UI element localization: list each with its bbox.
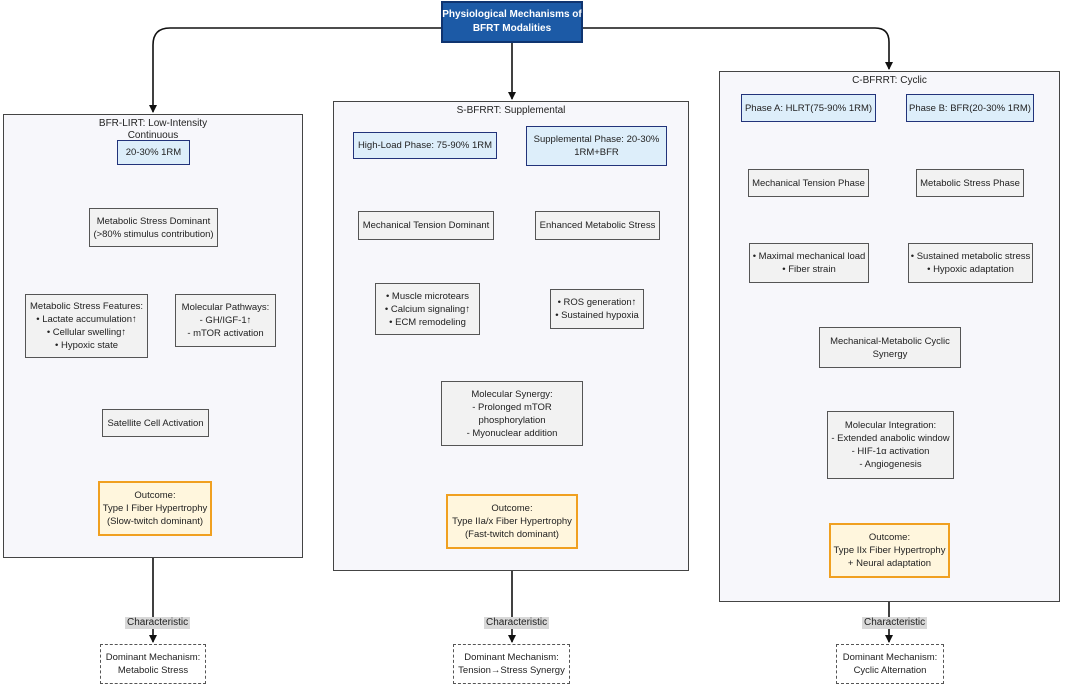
- c-tension-phase-node: Mechanical Tension Phase: [748, 169, 869, 197]
- node-text: • Maximal mechanical load: [752, 251, 866, 262]
- node-text: • Cellular swelling↑: [46, 327, 127, 338]
- node-text: • ROS generation↑: [557, 297, 637, 308]
- c-max-load-node: • Maximal mechanical load • Fiber strain: [749, 243, 869, 283]
- node-text: phosphorylation: [478, 414, 546, 426]
- edge-root-c: [583, 27, 893, 70]
- cluster-title-line: Continuous: [127, 130, 179, 141]
- node-text: Metabolic Stress Dominant: [96, 215, 211, 227]
- node-text: - Prolonged mTOR: [472, 401, 552, 413]
- node-text: Enhanced Metabolic Stress: [539, 220, 656, 231]
- node-text: (Slow-twitch dominant): [106, 516, 204, 527]
- node-text: Synergy: [872, 348, 908, 360]
- root-line: Physiological Mechanisms of: [442, 9, 582, 20]
- edge-label-characteristic-c: Characteristic: [862, 617, 928, 629]
- node-text: • Muscle microtears: [385, 290, 470, 302]
- node-text: • ECM remodeling: [389, 316, 466, 328]
- node-text: Metabolic Stress Phase: [920, 177, 1020, 189]
- lirt-features-node: Metabolic Stress Features: • Lactate acc…: [25, 294, 148, 358]
- lirt-pathways-node: Molecular Pathways: - GH/IGF-1↑ - mTOR a…: [175, 294, 276, 347]
- c-stress-phase-node: Metabolic Stress Phase: [916, 169, 1024, 197]
- cluster-title-s: S-BFRRT: Supplemental: [456, 105, 566, 116]
- node-text: Satellite Cell Activation: [107, 417, 204, 429]
- node-text: Phase A: HLRT(75-90% 1RM): [744, 102, 873, 114]
- node-text: • Sustained metabolic stress: [910, 251, 1031, 262]
- cluster-s-bfrrt: S-BFRRT: Supplemental: [333, 101, 689, 571]
- lirt-mechanism-node: Dominant Mechanism: Metabolic Stress: [100, 644, 206, 684]
- node-text: • Hypoxic state: [55, 340, 118, 351]
- s-muscle-node: • Muscle microtears • Calcium signaling↑…: [375, 283, 480, 335]
- s-ros-node: • ROS generation↑ • Sustained hypoxia: [550, 289, 644, 329]
- s-mechanism-node: Dominant Mechanism: Tension→Stress Syner…: [453, 644, 570, 684]
- node-text: Dominant Mechanism:: [464, 652, 559, 663]
- node-text: (>80% stimulus contribution): [93, 228, 214, 240]
- lirt-satellite-node: Satellite Cell Activation: [102, 409, 209, 437]
- node-text: - mTOR activation: [187, 328, 264, 339]
- node-text: Mechanical Tension Phase: [752, 177, 865, 189]
- edge-label-characteristic-s: Characteristic: [484, 617, 550, 629]
- node-text: Mechanical-Metabolic Cyclic: [830, 335, 950, 347]
- c-sustained-node: • Sustained metabolic stress • Hypoxic a…: [908, 243, 1033, 283]
- edge-label-characteristic-lirt: Characteristic: [125, 617, 191, 629]
- c-integration-node: Molecular Integration: - Extended anabol…: [827, 411, 954, 479]
- node-text: 1RM+BFR: [574, 147, 619, 158]
- node-text: Outcome:: [868, 532, 911, 543]
- node-text: Cyclic Alternation: [853, 665, 927, 676]
- lirt-metabolic-dominant-node: Metabolic Stress Dominant (>80% stimulus…: [89, 208, 218, 247]
- s-supplemental-node: Supplemental Phase: 20-30% 1RM+BFR: [526, 126, 667, 166]
- node-text: Dominant Mechanism:: [842, 652, 938, 663]
- node-text: Metabolic Stress Features:: [30, 301, 143, 312]
- node-text: - Angiogenesis: [859, 459, 922, 470]
- edge-root-lirt: [149, 27, 441, 113]
- root-line: BFRT Modalities: [472, 23, 552, 34]
- node-text: • Fiber strain: [782, 264, 836, 275]
- root-node: Physiological Mechanisms of BFRT Modalit…: [441, 1, 583, 43]
- node-text: Dominant Mechanism:: [105, 652, 201, 663]
- node-text: - GH/IGF-1↑: [199, 315, 252, 326]
- lirt-intensity-node: 20-30% 1RM: [117, 140, 190, 165]
- node-text: • Calcium signaling↑: [384, 303, 471, 315]
- cluster-title-lirt: BFR-LIRT: Low-Intensity Continuous: [4, 118, 302, 142]
- node-text: • Hypoxic adaptation: [927, 264, 1014, 275]
- node-text: Phase B: BFR(20-30% 1RM): [909, 102, 1031, 114]
- node-text: Mechanical Tension Dominant: [362, 220, 490, 231]
- c-mechanism-node: Dominant Mechanism: Cyclic Alternation: [836, 644, 944, 684]
- node-text: + Neural adaptation: [847, 558, 932, 569]
- node-text: (Fast-twitch dominant): [465, 529, 559, 540]
- node-text: Outcome:: [491, 503, 533, 514]
- node-text: Metabolic Stress: [117, 665, 189, 676]
- node-text: High-Load Phase: 75-90% 1RM: [357, 140, 493, 151]
- cluster-title-c: C-BFRRT: Cyclic: [852, 75, 927, 86]
- node-text: - Extended anabolic window: [831, 433, 950, 444]
- s-enhanced-node: Enhanced Metabolic Stress: [535, 211, 660, 240]
- node-text: - Myonuclear addition: [466, 427, 558, 439]
- c-phase-b-node: Phase B: BFR(20-30% 1RM): [906, 94, 1034, 122]
- node-text: Tension→Stress Synergy: [458, 665, 565, 676]
- node-text: 20-30% 1RM: [125, 147, 182, 158]
- node-text: Molecular Synergy:: [471, 388, 553, 400]
- node-text: Type IIa/x Fiber Hypertrophy: [452, 516, 572, 527]
- node-text: • Lactate accumulation↑: [36, 314, 137, 325]
- node-text: Type I Fiber Hypertrophy: [102, 503, 208, 514]
- s-outcome-node: Outcome: Type IIa/x Fiber Hypertrophy (F…: [446, 494, 578, 549]
- lirt-outcome-node: Outcome: Type I Fiber Hypertrophy (Slow-…: [98, 481, 212, 536]
- c-phase-a-node: Phase A: HLRT(75-90% 1RM): [741, 94, 876, 122]
- node-text: Molecular Pathways:: [181, 302, 270, 313]
- s-high-load-node: High-Load Phase: 75-90% 1RM: [353, 132, 497, 159]
- s-synergy-node: Molecular Synergy: - Prolonged mTOR phos…: [441, 381, 583, 446]
- node-text: - HIF-1α activation: [851, 446, 930, 457]
- node-text: Supplemental Phase: 20-30%: [533, 134, 660, 145]
- node-text: Outcome:: [134, 490, 176, 501]
- c-outcome-node: Outcome: Type IIx Fiber Hypertrophy + Ne…: [829, 523, 950, 578]
- node-text: Type IIx Fiber Hypertrophy: [833, 545, 946, 556]
- node-text: • Sustained hypoxia: [555, 310, 639, 321]
- c-cyclic-node: Mechanical-Metabolic Cyclic Synergy: [819, 327, 961, 368]
- s-tension-node: Mechanical Tension Dominant: [358, 211, 494, 240]
- cluster-title-line: BFR-LIRT: Low-Intensity: [98, 118, 208, 129]
- node-text: Molecular Integration:: [844, 420, 937, 431]
